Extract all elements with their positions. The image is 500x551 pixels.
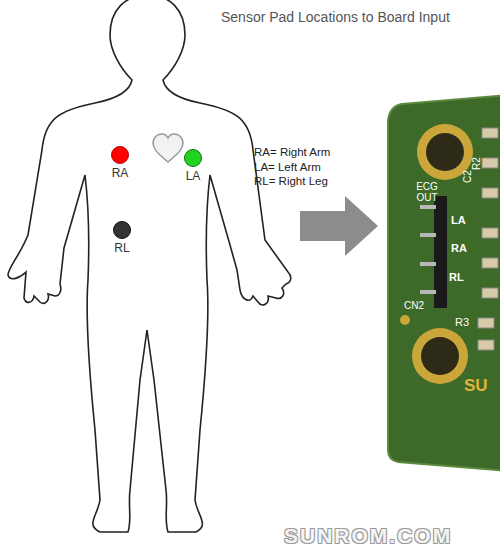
pin-name: RL bbox=[449, 271, 464, 283]
smd-part bbox=[482, 188, 498, 198]
smd-part bbox=[482, 158, 498, 168]
pad-circle bbox=[112, 147, 129, 164]
pin-name: RA bbox=[451, 242, 467, 254]
pin-name: ECG OUT bbox=[414, 181, 440, 203]
electrode-pad: RA bbox=[106, 146, 134, 186]
body-outline bbox=[8, 0, 291, 532]
connector-name: CN2 bbox=[404, 300, 424, 311]
part-name: R2 bbox=[471, 157, 482, 170]
smd-part bbox=[478, 340, 494, 350]
smd-part bbox=[482, 228, 498, 238]
heart-symbol bbox=[153, 134, 183, 162]
watermark: SUNROM.COM bbox=[284, 524, 452, 547]
header-pin bbox=[420, 290, 436, 294]
pin-name: LA bbox=[451, 214, 466, 226]
header-pin bbox=[420, 262, 436, 266]
legend-note: RL= Right Leg bbox=[254, 175, 328, 188]
header-pin bbox=[420, 205, 436, 209]
legend-note: RA= Right Arm bbox=[254, 146, 330, 159]
header-pin bbox=[420, 233, 436, 237]
pad-circle bbox=[114, 222, 131, 239]
pointer-arrow bbox=[300, 196, 378, 256]
diagram-title: Sensor Pad Locations to Board Input bbox=[221, 9, 450, 25]
pad-dot bbox=[106, 146, 134, 166]
board-brand: SU bbox=[464, 377, 488, 396]
smd-part bbox=[482, 258, 498, 268]
circuit-board bbox=[388, 94, 500, 472]
mount-hole bbox=[412, 328, 468, 384]
smd-part bbox=[478, 318, 494, 328]
part-name: R3 bbox=[455, 316, 469, 328]
pad-label: RA bbox=[106, 166, 134, 180]
legend-note: LA= Left Arm bbox=[254, 161, 321, 174]
part-name: C2 bbox=[462, 170, 473, 183]
pad-label: LA bbox=[179, 169, 207, 183]
pad-dot bbox=[179, 149, 207, 169]
pad-dot bbox=[108, 221, 136, 241]
pad-circle bbox=[185, 150, 202, 167]
mount-hole bbox=[421, 337, 459, 375]
via bbox=[400, 315, 410, 325]
mount-hole bbox=[426, 133, 464, 171]
smd-part bbox=[482, 128, 498, 138]
pad-label: RL bbox=[108, 241, 136, 255]
smd-part bbox=[482, 288, 498, 298]
electrode-pad: LA bbox=[179, 149, 207, 189]
electrode-pad: RL bbox=[108, 221, 136, 261]
